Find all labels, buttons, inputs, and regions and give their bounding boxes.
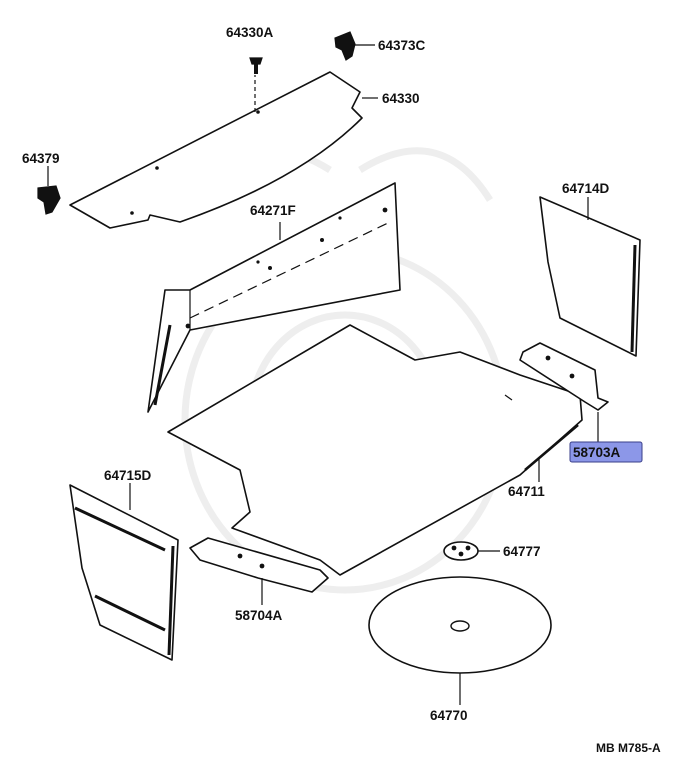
label-64379: 64379 [22, 151, 60, 166]
label-64715D: 64715D [104, 468, 152, 483]
label-64711: 64711 [508, 484, 545, 499]
label-64330A: 64330A [226, 25, 274, 40]
grommet-64777 [443, 541, 500, 561]
parcel-shelf-64330 [69, 71, 363, 229]
highlight-box-58703A [569, 441, 643, 463]
side-board-64715D [69, 483, 179, 661]
label-64330: 64330 [382, 91, 420, 106]
hook-64379 [37, 166, 61, 215]
label-64714D: 64714D [562, 181, 610, 196]
label-64373C: 64373C [378, 38, 426, 53]
label-64770: 64770 [430, 708, 468, 723]
floor-tab-58703A [519, 342, 609, 443]
label-58703A: 58703A [573, 445, 621, 460]
clip-64330A [249, 57, 263, 74]
floor-mat-64711 [167, 324, 583, 576]
diagram-code: MB M785-A [596, 741, 661, 755]
tire-cover-64770 [368, 576, 552, 705]
floor-tab-58704A [189, 537, 329, 605]
label-58704A: 58704A [235, 608, 283, 623]
rear-panel-64271F [147, 182, 401, 413]
hook-64373C [334, 31, 375, 61]
side-board-64714D [539, 196, 641, 357]
label-64271F: 64271F [250, 203, 296, 218]
label-64777: 64777 [503, 544, 541, 559]
